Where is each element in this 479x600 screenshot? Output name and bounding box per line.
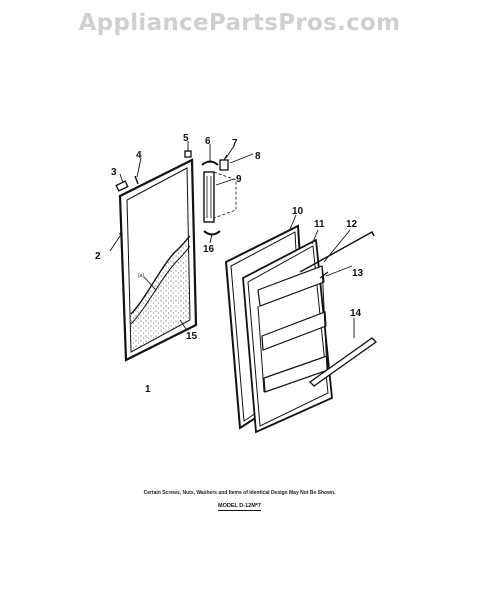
callout-5: 5 (183, 133, 189, 144)
door-panel-left (115, 150, 198, 362)
hinge-assembly (201, 154, 237, 236)
callout-3: 3 (111, 167, 117, 178)
callout-1: 1 (145, 384, 151, 395)
model-label: MODEL D-12M*7 (218, 503, 261, 511)
callout-8: 8 (255, 151, 261, 162)
callout-9: 9 (236, 174, 242, 185)
callout-14: 14 (350, 308, 362, 319)
footer-note: Certain Screws, Nuts, Washers and Items … (143, 490, 336, 496)
callout-6: 6 (205, 136, 211, 147)
callout-10: 10 (292, 206, 304, 217)
callout-7: 7 (232, 138, 238, 149)
callout-15: 15 (186, 331, 198, 342)
callout-11: 11 (314, 219, 325, 230)
leader-lines (109, 141, 355, 338)
callout-13: 13 (352, 268, 364, 279)
inset-label: (a) (138, 273, 144, 279)
callout-12: 12 (346, 219, 358, 230)
callout-4: 4 (136, 150, 142, 161)
callout-16: 16 (203, 244, 215, 255)
door-liner-right (224, 224, 378, 434)
callout-2: 2 (95, 251, 101, 262)
watermark-text: AppliancePartsPros.com (78, 10, 401, 36)
